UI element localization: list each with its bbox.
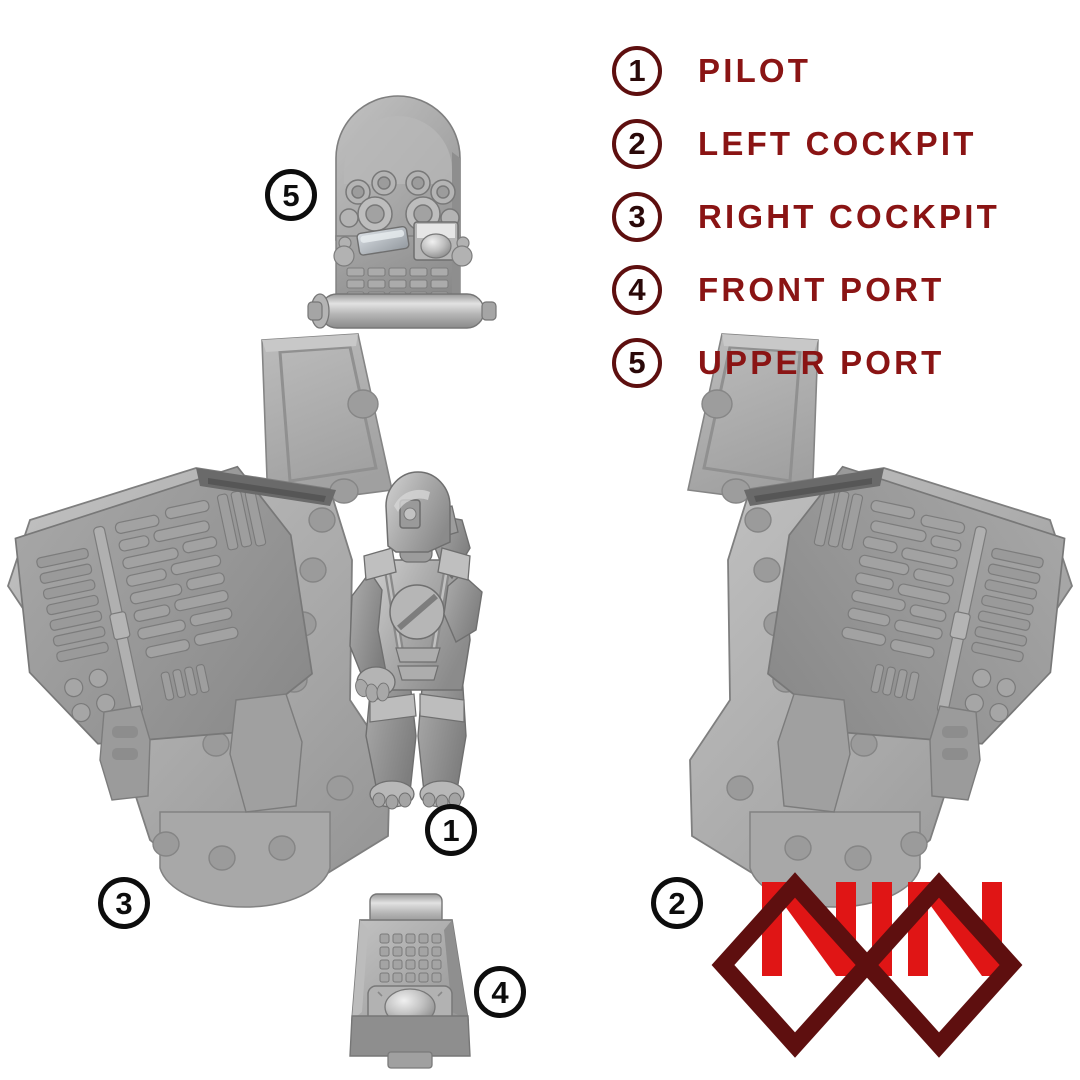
parts-legend: 1 PILOT 2 LEFT COCKPIT 3 RIGHT COCKPIT 4… [612,34,1062,399]
legend-item-pilot: 1 PILOT [612,34,1062,107]
legend-badge-5: 5 [612,337,662,388]
part-left-cockpit [689,465,1073,908]
legend-item-front-port: 4 FRONT PORT [612,253,1062,326]
legend-label-4: FRONT PORT [698,270,945,308]
legend-label-3: RIGHT COCKPIT [698,197,1000,235]
callout-marker-upper-port: 5 [265,169,317,221]
legend-item-upper-port: 5 UPPER PORT [612,326,1062,399]
legend-badge-1: 1 [612,45,662,96]
legend-label-1: PILOT [698,51,812,89]
legend-badge-3: 3 [612,191,662,242]
part-upper-port [307,95,497,329]
callout-marker-left-cockpit: 2 [651,877,703,929]
callout-marker-right-cockpit: 3 [98,877,150,929]
legend-badge-4: 4 [612,264,662,315]
logo-diamonds [711,872,1023,1058]
legend-badge-2: 2 [612,118,662,169]
part-front-port [349,893,471,1069]
wing-panel-left [261,333,393,507]
part-right-cockpit [7,465,391,908]
callout-marker-pilot: 1 [425,804,477,856]
legend-label-2: LEFT COCKPIT [698,124,977,162]
part-pilot [349,471,483,810]
legend-label-5: UPPER PORT [698,343,945,381]
wing-panel-right [687,333,819,507]
brand-logo [711,872,1023,1058]
legend-item-left-cockpit: 2 LEFT COCKPIT [612,107,1062,180]
callout-marker-front-port: 4 [474,966,526,1018]
legend-item-right-cockpit: 3 RIGHT COCKPIT [612,180,1062,253]
